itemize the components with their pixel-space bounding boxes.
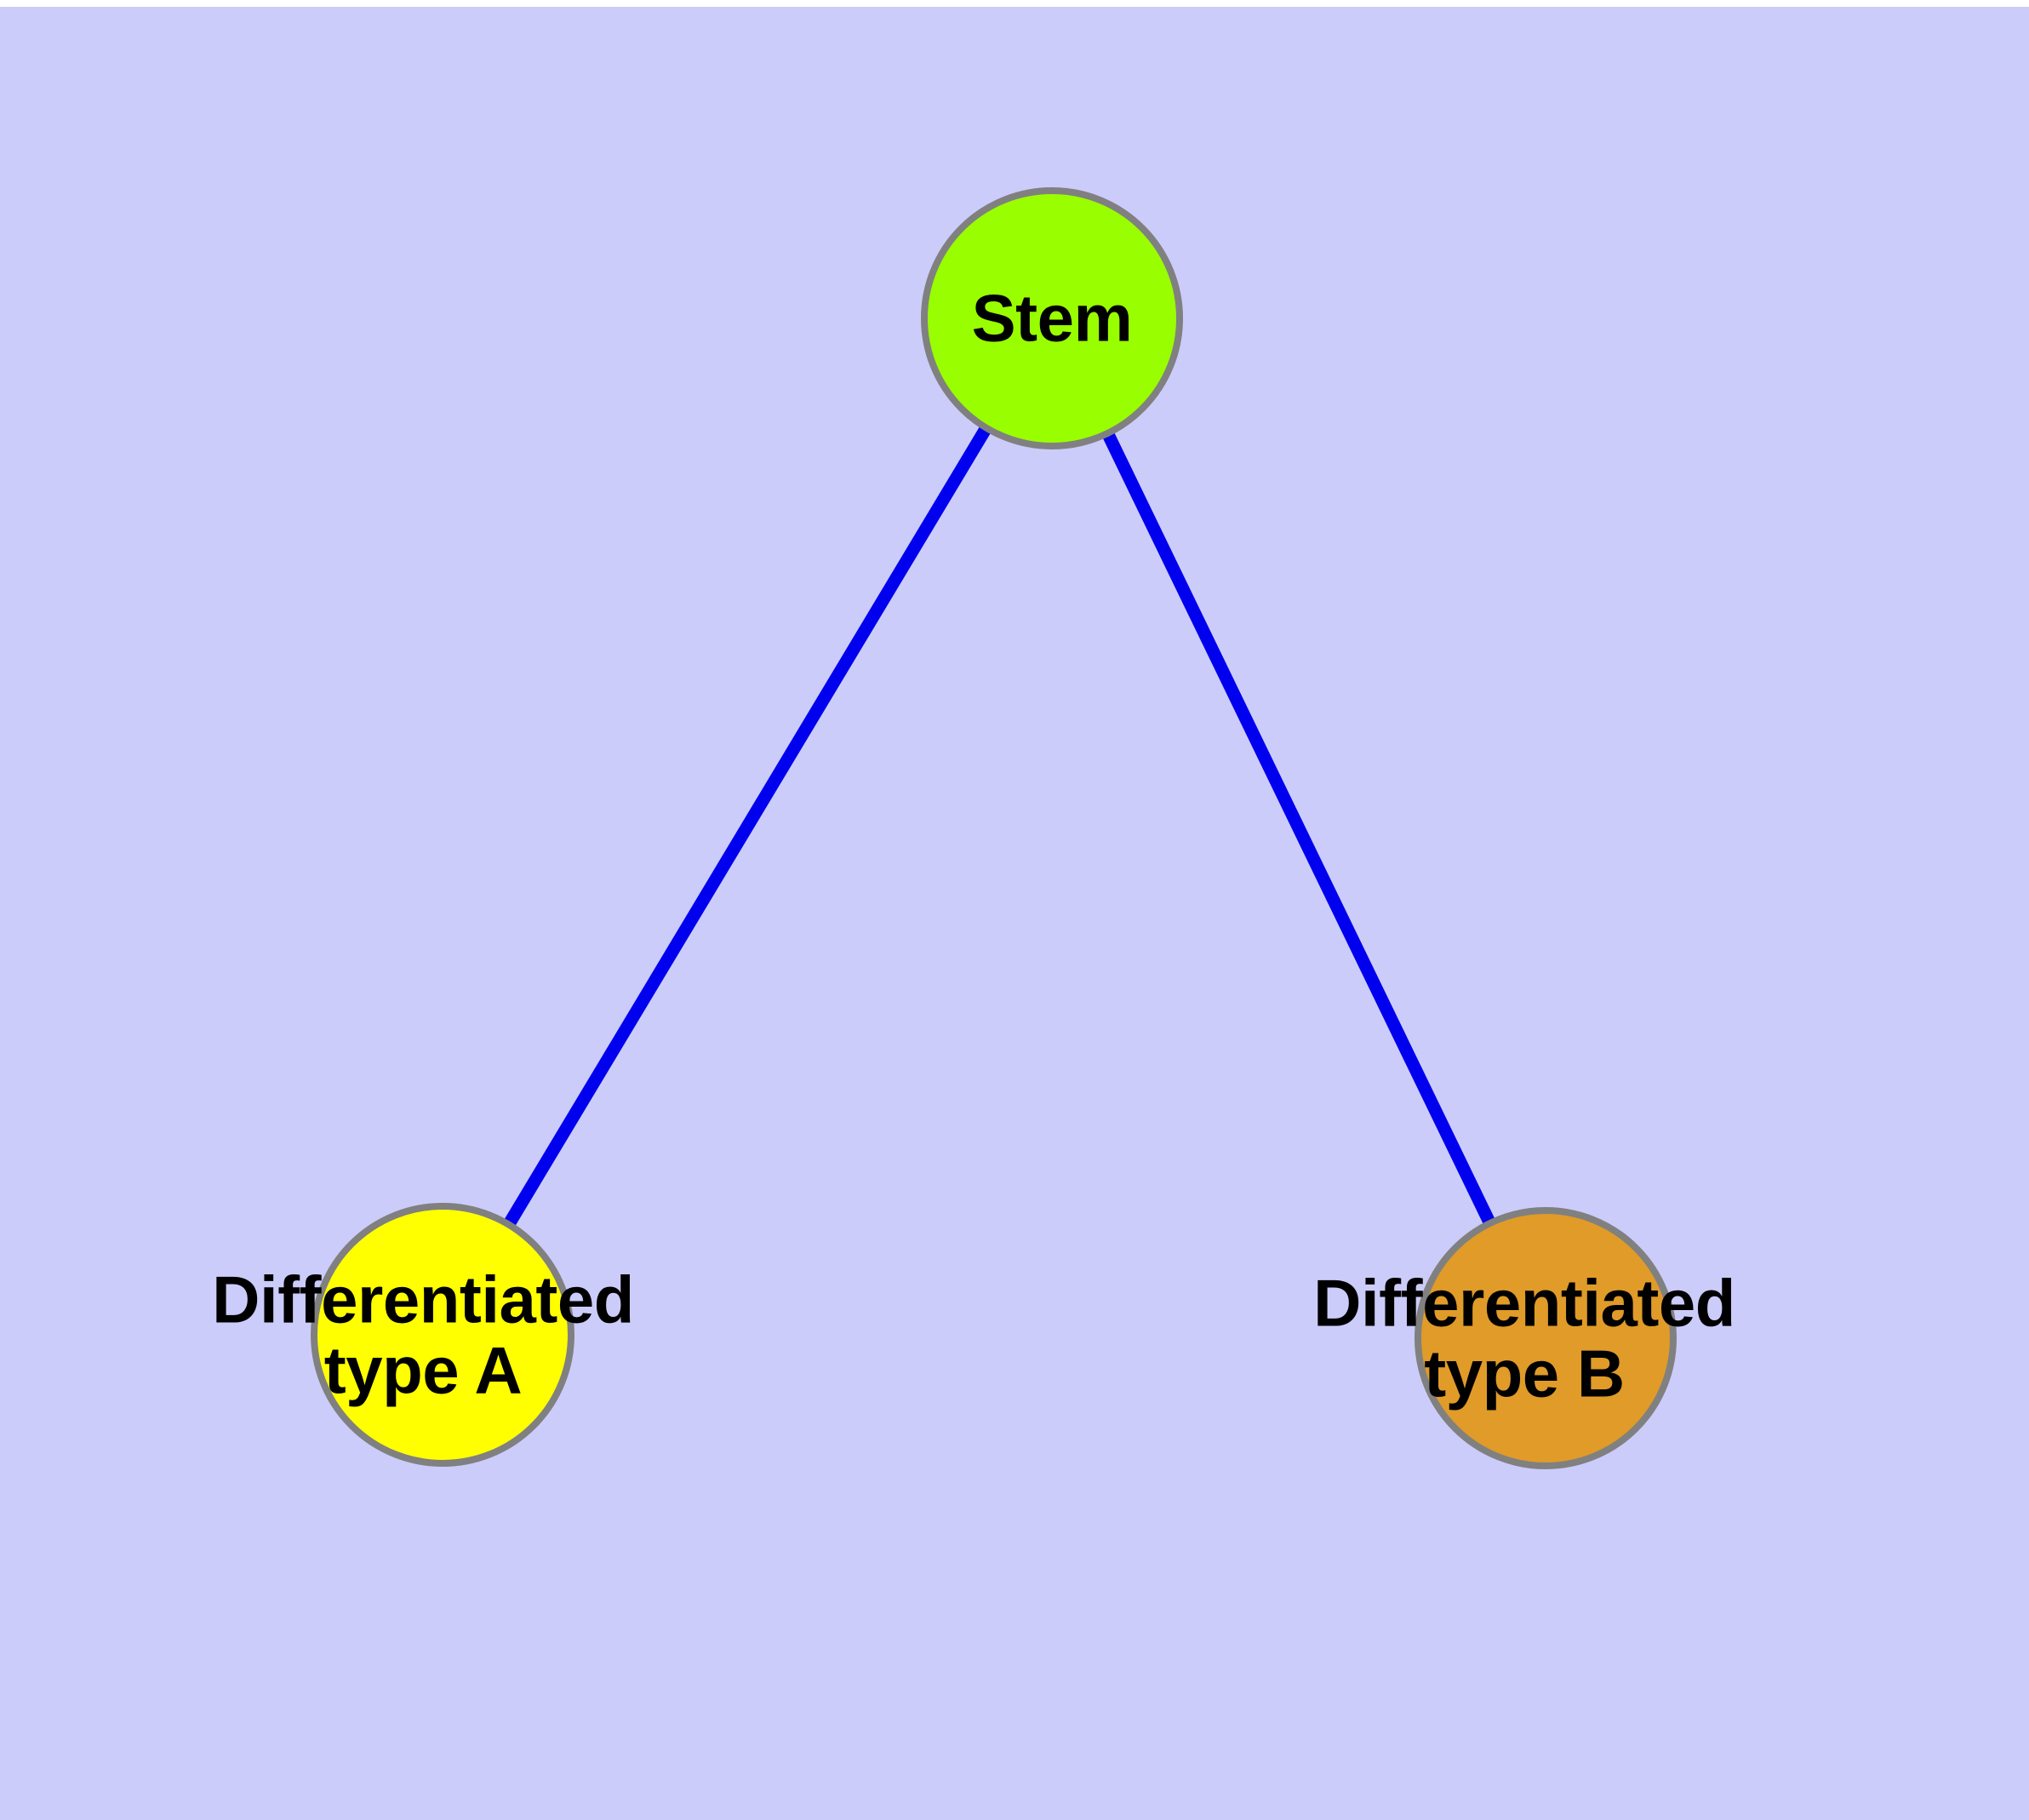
node-stem[interactable] bbox=[921, 187, 1183, 449]
edge-stem-to-differentiated-type-b[interactable] bbox=[1102, 431, 1495, 1226]
edge-stem-to-differentiated-type-a[interactable] bbox=[503, 425, 992, 1228]
node-differentiated-type-b[interactable] bbox=[1415, 1207, 1677, 1469]
node-differentiated-type-a[interactable] bbox=[311, 1203, 574, 1467]
edge-layer bbox=[503, 425, 1495, 1228]
node-layer bbox=[311, 187, 1677, 1469]
